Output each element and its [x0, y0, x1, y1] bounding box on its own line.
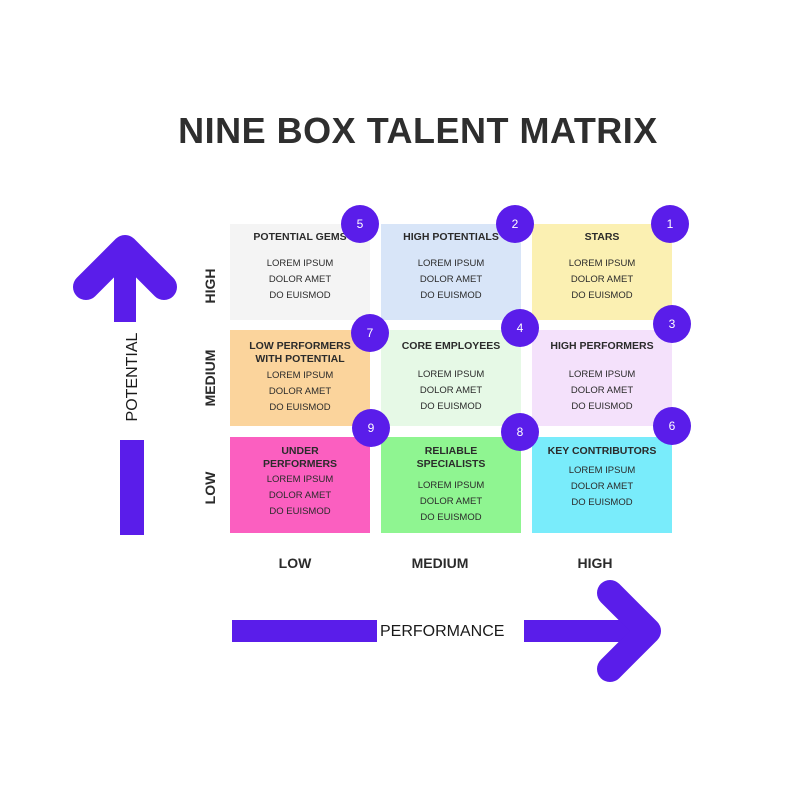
box-title: KEY CONTRIBUTORS	[547, 445, 657, 457]
box-number-badge: 9	[352, 409, 390, 447]
box-line: DO EUISMOD	[269, 402, 331, 413]
box-line: LOREM IPSUM	[266, 370, 334, 381]
box-stars: STARS LOREM IPSUM DOLOR AMET DO EUISMOD	[532, 224, 672, 320]
box-line: DOLOR AMET	[268, 274, 332, 285]
box-under-performers: UNDER PERFORMERS LOREM IPSUM DOLOR AMET …	[230, 437, 370, 533]
y-level-high: HIGH	[202, 268, 218, 304]
box-title: POTENTIAL GEMS	[253, 231, 347, 243]
box-line: DO EUISMOD	[571, 497, 633, 508]
box-line: LOREM IPSUM	[417, 258, 485, 269]
box-line: DO EUISMOD	[420, 512, 482, 523]
box-line: DOLOR AMET	[268, 490, 332, 501]
box-core-employees: CORE EMPLOYEES LOREM IPSUM DOLOR AMET DO…	[381, 330, 521, 426]
x-level-medium: MEDIUM	[411, 555, 469, 571]
box-low-performers-with-potential: LOW PERFORMERS WITH POTENTIAL LOREM IPSU…	[230, 330, 370, 426]
box-title: LOW PERFORMERS WITH POTENTIAL	[249, 340, 351, 365]
box-number-badge: 7	[351, 314, 389, 352]
box-number-badge: 3	[653, 305, 691, 343]
box-number-badge: 8	[501, 413, 539, 451]
box-reliable-specialists: RELIABLE SPECIALISTS LOREM IPSUM DOLOR A…	[381, 437, 521, 533]
box-line: DO EUISMOD	[269, 290, 331, 301]
box-number-badge: 2	[496, 205, 534, 243]
y-level-low: LOW	[202, 471, 218, 505]
box-title: HIGH PERFORMERS	[550, 340, 654, 352]
box-line: DOLOR AMET	[268, 386, 332, 397]
box-line: LOREM IPSUM	[417, 369, 485, 380]
box-number-badge: 1	[651, 205, 689, 243]
box-title: HIGH POTENTIALS	[403, 231, 499, 243]
box-title: STARS	[584, 231, 620, 243]
box-number-badge: 6	[653, 407, 691, 445]
box-line: LOREM IPSUM	[417, 480, 485, 491]
box-line: LOREM IPSUM	[266, 474, 334, 485]
y-level-medium: MEDIUM	[202, 349, 218, 407]
box-title: CORE EMPLOYEES	[401, 340, 501, 352]
x-level-low: LOW	[278, 555, 312, 571]
box-title: UNDER PERFORMERS	[262, 445, 338, 470]
box-line: DO EUISMOD	[571, 290, 633, 301]
box-line: DOLOR AMET	[419, 496, 483, 507]
box-potential-gems: POTENTIAL GEMS LOREM IPSUM DOLOR AMET DO…	[230, 224, 370, 320]
page-title: NINE BOX TALENT MATRIX	[178, 110, 658, 151]
box-line: DO EUISMOD	[571, 401, 633, 412]
box-line: DOLOR AMET	[570, 385, 634, 396]
box-line: LOREM IPSUM	[568, 258, 636, 269]
box-title: RELIABLE SPECIALISTS	[416, 445, 486, 470]
box-line: DOLOR AMET	[570, 274, 634, 285]
box-line: DO EUISMOD	[420, 401, 482, 412]
box-high-performers: HIGH PERFORMERS LOREM IPSUM DOLOR AMET D…	[532, 330, 672, 426]
box-line: DOLOR AMET	[419, 385, 483, 396]
box-number-badge: 5	[341, 205, 379, 243]
box-line: LOREM IPSUM	[266, 258, 334, 269]
box-key-contributors: KEY CONTRIBUTORS LOREM IPSUM DOLOR AMET …	[532, 437, 672, 533]
box-high-potentials: HIGH POTENTIALS LOREM IPSUM DOLOR AMET D…	[381, 224, 521, 320]
box-line: DOLOR AMET	[419, 274, 483, 285]
performance-axis-label: PERFORMANCE	[380, 623, 505, 640]
box-line: DO EUISMOD	[269, 506, 331, 517]
box-line: LOREM IPSUM	[568, 465, 636, 476]
x-level-high: HIGH	[577, 555, 613, 571]
box-line: DOLOR AMET	[570, 481, 634, 492]
box-number-badge: 4	[501, 309, 539, 347]
box-line: DO EUISMOD	[420, 290, 482, 301]
box-line: LOREM IPSUM	[568, 369, 636, 380]
